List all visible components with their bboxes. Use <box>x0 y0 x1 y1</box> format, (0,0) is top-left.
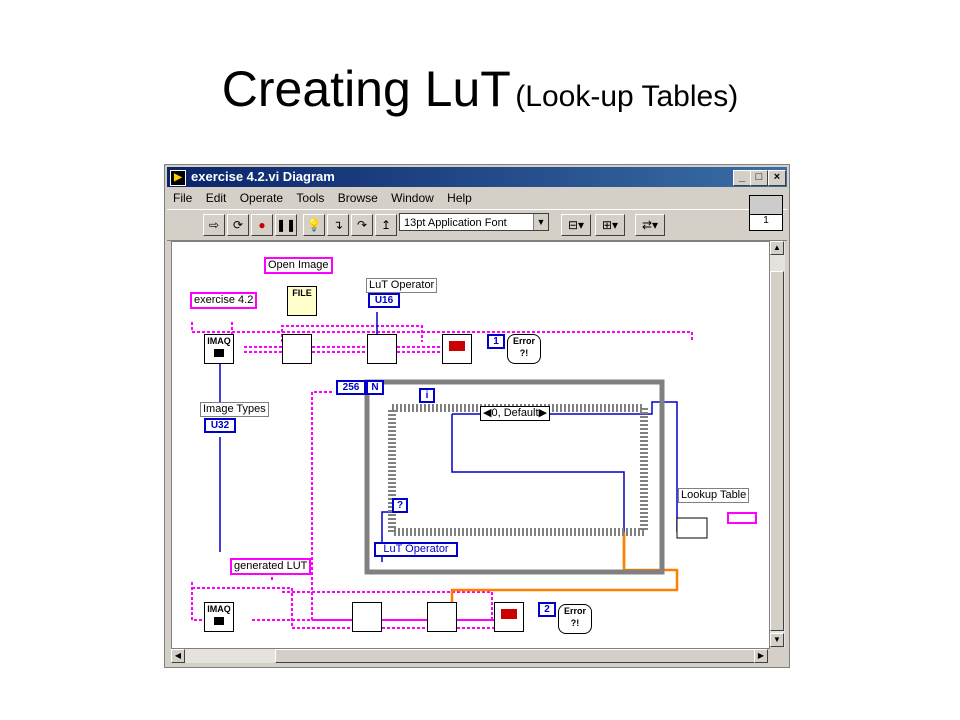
loop-n-terminal: N <box>366 380 384 395</box>
distribute-objects-icon[interactable]: ⊞▾ <box>595 214 625 236</box>
image-types-type: U32 <box>204 418 236 433</box>
menu-edit[interactable]: Edit <box>205 191 227 205</box>
window-titlebar[interactable]: ▶ exercise 4.2.vi Diagram _ □ × <box>167 167 787 187</box>
lookup-table-label: Lookup Table <box>678 488 750 503</box>
imaq-readfile-node[interactable] <box>282 334 312 364</box>
chevron-down-icon: ▼ <box>533 214 548 230</box>
run-arrow-icon[interactable]: ⇨ <box>203 214 225 236</box>
display-red-icon-2 <box>501 609 517 619</box>
open-image-label: Open Image <box>264 257 333 274</box>
minimize-button[interactable]: _ <box>733 170 751 186</box>
file-icon: FILE <box>292 288 312 298</box>
case-right-arrow-icon[interactable]: ▶ <box>538 407 548 419</box>
case-left-arrow-icon[interactable]: ◀ <box>483 407 492 419</box>
menu-bar: File Edit Operate Tools Browse Window He… <box>167 189 476 207</box>
imaq-create-node-1[interactable]: IMAQ <box>204 334 234 364</box>
lookup-table-indicator <box>727 512 757 524</box>
case-selector-value: 0, Default <box>491 407 539 419</box>
step-out-icon[interactable]: ↥ <box>375 214 397 236</box>
window-title: exercise 4.2.vi Diagram <box>191 169 335 184</box>
imaq-histogram-node-1[interactable] <box>367 334 397 364</box>
step-over-icon[interactable]: ↷ <box>351 214 373 236</box>
const-1: 1 <box>487 334 505 349</box>
slide-title-main: Creating LuT <box>221 61 511 117</box>
loop-count-const: 256 <box>336 380 366 395</box>
scroll-down-icon[interactable]: ▼ <box>770 633 784 647</box>
const-2: 2 <box>538 602 556 617</box>
horizontal-scroll-thumb[interactable] <box>275 649 755 663</box>
display-red-icon-1 <box>449 341 465 351</box>
labview-window: ▶ exercise 4.2.vi Diagram _ □ × File Edit… <box>164 164 790 668</box>
close-button[interactable]: × <box>768 170 786 186</box>
highlight-execution-icon[interactable]: 💡 <box>303 214 325 236</box>
wires <box>191 312 708 629</box>
imaq-userlookup-node[interactable] <box>352 602 382 632</box>
font-select[interactable]: 13pt Application Font ▼ <box>399 213 549 231</box>
block-diagram[interactable]: Open Image FILE exercise 4.2 LuT Operato… <box>171 241 770 649</box>
file-dialog-node[interactable]: FILE <box>287 286 317 316</box>
generated-lut-label: generated LUT <box>230 558 312 575</box>
connector-pane-icon <box>750 196 782 215</box>
case-unwired-terminal: ? <box>392 498 408 513</box>
menu-browse[interactable]: Browse <box>337 191 378 205</box>
toolbar: ⇨ ⟳ ● ❚❚ 💡 ↴ ↷ ↥ ⊟▾ ⊞▾ ⇄▾ <box>167 209 787 241</box>
font-select-value: 13pt Application Font <box>404 217 507 229</box>
imaq-display-node-1[interactable] <box>442 334 472 364</box>
vi-icon-pane[interactable]: 1 <box>749 195 783 231</box>
menu-window[interactable]: Window <box>391 191 434 205</box>
exercise-label: exercise 4.2 <box>190 292 258 309</box>
slide-title: Creating LuT (Look-up Tables) <box>0 60 960 118</box>
error-text-2: Error ?! <box>563 606 586 628</box>
menu-file[interactable]: File <box>173 191 193 205</box>
imaq-label-2: IMAQ <box>207 604 231 614</box>
lut-operator-type: U16 <box>368 293 400 308</box>
menu-operate[interactable]: Operate <box>239 191 284 205</box>
vertical-scrollbar[interactable]: ▲ ▼ <box>770 241 785 647</box>
reorder-icon[interactable]: ⇄▾ <box>635 214 665 236</box>
imaq-subicon-2 <box>214 617 224 625</box>
menu-tools[interactable]: Tools <box>296 191 325 205</box>
scroll-right-icon[interactable]: ▶ <box>754 649 768 663</box>
loop-i-terminal: i <box>419 388 435 403</box>
align-objects-icon[interactable]: ⊟▾ <box>561 214 591 236</box>
maximize-button[interactable]: □ <box>750 170 768 186</box>
imaq-label-1: IMAQ <box>207 336 231 346</box>
abort-icon[interactable]: ● <box>251 214 273 236</box>
imaq-display-node-2[interactable] <box>494 602 524 632</box>
scroll-left-icon[interactable]: ◀ <box>171 649 185 663</box>
pause-icon[interactable]: ❚❚ <box>275 214 297 236</box>
scroll-up-icon[interactable]: ▲ <box>770 241 784 255</box>
slide-title-sub: (Look-up Tables) <box>515 80 739 113</box>
menu-help[interactable]: Help <box>447 191 472 205</box>
lut-operator-label: LuT Operator <box>366 278 438 293</box>
case-selector[interactable]: ◀0, Default▶ <box>480 406 551 421</box>
imaq-subicon-1 <box>214 349 224 357</box>
icon-pane-value: 1 <box>763 215 769 226</box>
step-into-icon[interactable]: ↴ <box>327 214 349 236</box>
error-handler-node-2[interactable]: Error ?! <box>558 604 592 634</box>
error-handler-node-1[interactable]: Error ?! <box>507 334 541 364</box>
horizontal-scrollbar[interactable]: ◀ ▶ <box>171 649 768 663</box>
run-continuously-icon[interactable]: ⟳ <box>227 214 249 236</box>
imaq-histogram-node-2[interactable] <box>427 602 457 632</box>
error-text-1: Error ?! <box>512 336 535 358</box>
vertical-scroll-thumb[interactable] <box>770 271 784 631</box>
imaq-create-node-2[interactable]: IMAQ <box>204 602 234 632</box>
image-types-label: Image Types <box>200 402 269 417</box>
lut-operator-control[interactable]: LuT Operator <box>374 542 458 557</box>
labview-icon: ▶ <box>170 170 186 186</box>
